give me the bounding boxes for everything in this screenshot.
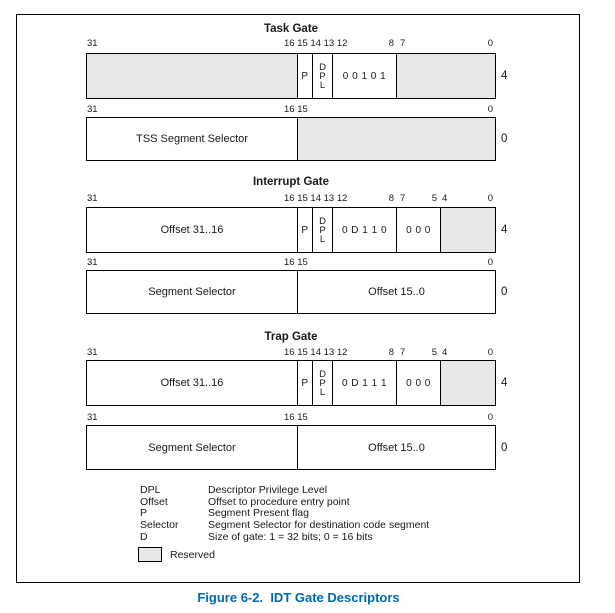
task-dword1-bit-labels: 31 16 15 14 13 12 8 7 0 bbox=[0, 38, 615, 49]
bit-label-16-12: 16 15 14 13 12 bbox=[284, 347, 348, 358]
bit-label-0: 0 bbox=[487, 104, 493, 115]
trap-dword1-bit-labels: 31 16 15 14 13 12 8 7 5 4 0 bbox=[0, 347, 615, 358]
bit-label-0: 0 bbox=[487, 193, 493, 204]
legend-row: Selector Segment Selector for destination… bbox=[140, 519, 430, 532]
legend-term: Selector bbox=[140, 519, 179, 532]
legend-term: DPL bbox=[140, 484, 161, 496]
legend-row: P Segment Present flag bbox=[140, 508, 429, 520]
reserved-field bbox=[298, 118, 495, 160]
dpl-field: D P L bbox=[313, 208, 333, 252]
legend-row: DPL Descriptor Privilege Level bbox=[140, 484, 429, 497]
p-flag-field: P bbox=[298, 208, 313, 252]
bit-label-31: 31 bbox=[87, 412, 98, 423]
tss-segment-selector-field: TSS Segment Selector bbox=[87, 118, 298, 160]
bit-label-31: 31 bbox=[87, 104, 98, 115]
bit-label-7: 7 bbox=[400, 347, 406, 358]
p-flag-field: P bbox=[298, 54, 313, 98]
task-dword0-bit-labels: 31 16 15 0 bbox=[0, 104, 615, 115]
bit-label-8: 8 bbox=[388, 193, 394, 204]
offset-low-field: Offset 15..0 bbox=[368, 441, 425, 454]
interrupt-dword1-bit-labels: 31 16 15 14 13 12 8 7 5 4 0 bbox=[0, 193, 615, 204]
bit-label-7: 7 bbox=[400, 193, 406, 204]
interrupt-gate-title: Interrupt Gate bbox=[252, 176, 330, 188]
interrupt-dword1-box: Offset 31..16 P D P L 0 D 1 1 0 0 0 0 bbox=[86, 207, 496, 253]
offset-high-field: Offset 31..16 bbox=[87, 361, 298, 405]
legend-term: D bbox=[140, 530, 148, 543]
figure-caption: Figure 6-2. IDT Gate Descriptors bbox=[197, 590, 400, 605]
p-flag-field: P bbox=[298, 361, 313, 405]
offset-high-field: Offset 31..16 bbox=[87, 208, 298, 252]
legend-desc: Segment Selector for destination code se… bbox=[208, 519, 430, 532]
legend-desc: Size of gate: 1 = 32 bits; 0 = 16 bits bbox=[208, 530, 373, 543]
bit-label-16-12: 16 15 14 13 12 bbox=[284, 193, 348, 204]
reserved-field bbox=[87, 54, 298, 98]
reserved-swatch-label: Reserved bbox=[170, 549, 215, 561]
reserved-field bbox=[441, 208, 495, 252]
task-dword0-box: TSS Segment Selector bbox=[86, 117, 496, 161]
byte-offset-label: 0 bbox=[501, 441, 508, 454]
legend-row: Offset Offset to procedure entry point bbox=[140, 495, 429, 509]
byte-offset-label: 4 bbox=[501, 224, 508, 236]
bit-label-31: 31 bbox=[87, 347, 98, 358]
bit-label-5: 5 bbox=[431, 193, 437, 204]
task-gate-title: Task Gate bbox=[263, 23, 319, 35]
bit-label-31: 31 bbox=[87, 38, 98, 49]
zero-bits-field: 0 0 0 bbox=[397, 208, 441, 252]
figure-border bbox=[16, 14, 580, 583]
gate-type-bits-field: 0 D 1 1 0 bbox=[333, 208, 397, 252]
dpl-field: D P L bbox=[313, 54, 333, 98]
bit-label-0: 0 bbox=[487, 412, 493, 423]
legend-term: P bbox=[140, 507, 148, 520]
legend-desc: Offset to procedure entry point bbox=[208, 495, 350, 508]
bit-label-16-15: 16 15 bbox=[284, 412, 308, 423]
bit-label-8: 8 bbox=[388, 38, 394, 49]
bit-label-16-15: 16 15 bbox=[284, 104, 308, 115]
segment-selector-field: Segment Selector bbox=[87, 426, 298, 469]
interrupt-dword0-bit-labels: 31 16 15 0 bbox=[0, 257, 615, 268]
offset-low-field: Offset 15..0 bbox=[368, 286, 425, 298]
segment-selector-field: Segment Selector bbox=[87, 271, 298, 313]
dpl-field: D P L bbox=[313, 361, 333, 405]
gate-type-bits-field: 0 D 1 1 1 bbox=[333, 361, 397, 405]
bit-label-0: 0 bbox=[487, 38, 493, 49]
bit-label-4: 4 bbox=[442, 347, 448, 358]
byte-offset-label: 0 bbox=[501, 286, 508, 298]
interrupt-dword0-box: Segment Selector Offset 15..0 bbox=[86, 270, 496, 314]
trap-dword1-box: Offset 31..16 P D P L 0 D 1 1 1 0 0 0 bbox=[86, 360, 496, 406]
reserved-field bbox=[397, 54, 495, 98]
byte-offset-label: 4 bbox=[501, 377, 508, 389]
byte-offset-label: 0 bbox=[501, 133, 508, 145]
trap-dword0-box: Segment Selector Offset 15..0 bbox=[86, 425, 496, 470]
bit-label-31: 31 bbox=[87, 257, 98, 268]
zero-bits-field: 0 0 0 bbox=[397, 361, 441, 405]
bit-label-0: 0 bbox=[487, 347, 493, 358]
gate-type-bits-field: 0 0 1 0 1 bbox=[333, 54, 397, 98]
bit-label-8: 8 bbox=[388, 347, 394, 358]
reserved-swatch bbox=[138, 547, 162, 562]
trap-dword0-bit-labels: 31 16 15 0 bbox=[0, 412, 615, 423]
legend-term: Offset bbox=[140, 495, 168, 508]
bit-label-7: 7 bbox=[400, 38, 406, 49]
bit-label-0: 0 bbox=[487, 257, 493, 268]
reserved-field bbox=[441, 361, 495, 405]
bit-label-5: 5 bbox=[431, 347, 437, 358]
legend-desc: Segment Present flag bbox=[208, 507, 309, 520]
legend-desc: Descriptor Privilege Level bbox=[208, 484, 328, 496]
trap-gate-title: Trap Gate bbox=[264, 331, 318, 343]
bit-label-16-15: 16 15 bbox=[284, 257, 308, 268]
byte-offset-label: 4 bbox=[501, 70, 508, 82]
bit-label-4: 4 bbox=[442, 193, 448, 204]
task-dword1-box: P D P L 0 0 1 0 1 bbox=[86, 53, 496, 99]
legend-row: D Size of gate: 1 = 32 bits; 0 = 16 bits bbox=[140, 530, 429, 544]
bit-label-31: 31 bbox=[87, 193, 98, 204]
bit-label-16-12: 16 15 14 13 12 bbox=[284, 38, 348, 49]
